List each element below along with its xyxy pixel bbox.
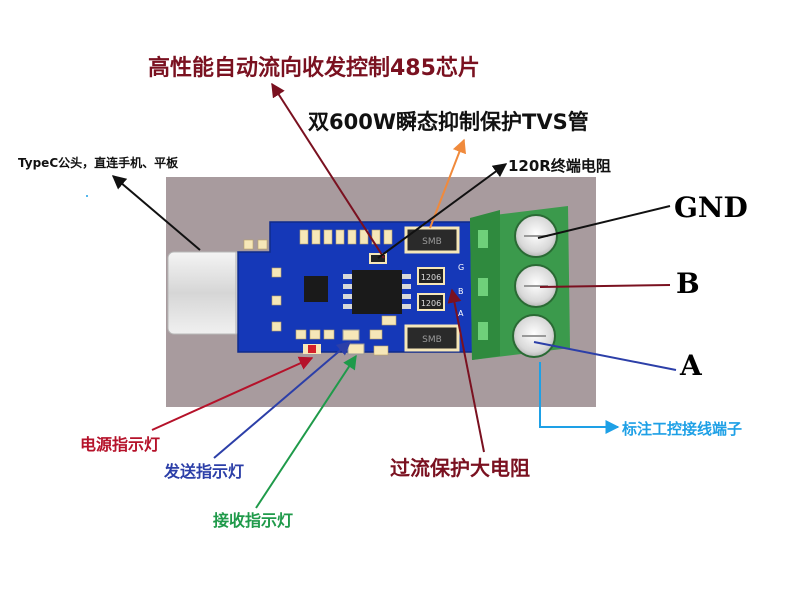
res-2-mark: 1206 — [421, 299, 441, 308]
arrow-title — [271, 82, 385, 259]
dot-mark — [86, 195, 88, 197]
label-power-led: 电源指示灯 — [80, 435, 161, 454]
label-tvs: 双600W瞬态抑制保护TVS管 — [308, 110, 589, 134]
arrow-overcurrent — [447, 288, 485, 453]
resistor-1206-bottom: 1206 — [417, 293, 445, 311]
arrow-rx — [255, 354, 357, 509]
pcb-board: SMB 1206 1206 G B A SMB — [237, 221, 479, 356]
resistor-1206-top: 1206 — [417, 267, 445, 285]
label-tx-led: 发送指示灯 — [164, 462, 245, 481]
arrow-a — [533, 341, 677, 371]
led-tx — [342, 329, 360, 341]
smb-bottom-mark: SMB — [422, 335, 442, 345]
label-overcurrent: 过流保护大电阻 — [390, 456, 530, 480]
arrow-120r — [377, 163, 508, 259]
arrow-gnd — [537, 205, 671, 239]
pin-a-mark: A — [458, 309, 464, 318]
label-terminal: 标注工控接线端子 — [622, 420, 743, 438]
arrow-typec — [111, 175, 201, 251]
pin-b-mark: B — [458, 287, 464, 296]
label-gnd: GND — [674, 191, 748, 224]
label-b: B — [676, 267, 700, 300]
smb-top-mark: SMB — [422, 237, 442, 247]
arrow-b — [539, 284, 671, 288]
arrow-terminal — [539, 362, 620, 434]
label-rx-led: 接收指示灯 — [213, 511, 294, 530]
led-power — [303, 344, 321, 354]
label-typec: TypeC公头，直连手机、平板 — [18, 156, 179, 170]
tvs-bottom: SMB — [404, 324, 460, 352]
label-title: 高性能自动流向收发控制485芯片 — [148, 56, 480, 81]
rs485-chip — [343, 270, 411, 314]
tvs-top: SMB — [404, 226, 460, 254]
label-a: A — [680, 349, 702, 382]
screw-terminal — [470, 206, 570, 360]
arrow-tx — [213, 341, 352, 459]
led-rx — [347, 343, 365, 355]
pin-g-mark: G — [458, 263, 464, 272]
label-120r: 120R终端电阻 — [508, 157, 611, 175]
arrow-tvs — [429, 138, 466, 229]
arrow-power — [151, 356, 314, 431]
res-1-mark: 1206 — [421, 273, 441, 282]
